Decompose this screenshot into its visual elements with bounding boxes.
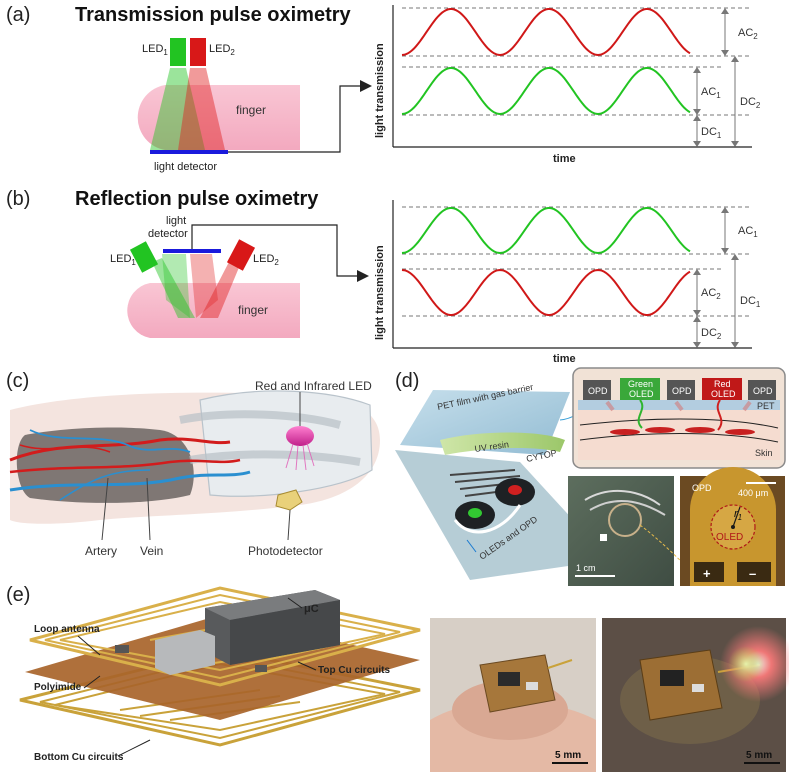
d-scale-400um: 400 μm <box>738 488 768 498</box>
d-green-oled-1: Green <box>628 379 653 389</box>
b-green-beam-in <box>152 258 195 318</box>
d-pet-label: PET <box>757 401 775 411</box>
d-opd-2: OPD <box>672 386 692 396</box>
d-scale-1cm: 1 cm <box>576 563 596 573</box>
d-oled-label: OLED <box>716 532 743 543</box>
finger-shape-b <box>127 283 300 338</box>
panel-e-label: (e) <box>6 584 31 606</box>
b-ac2-label: AC2 <box>701 287 721 301</box>
c-photodetector-label: Photodetector <box>248 544 323 558</box>
b-led1-label: LED1 <box>110 253 136 267</box>
a-ac2-label: AC2 <box>738 27 758 41</box>
panel-d-photo-left <box>568 476 701 586</box>
panel-e-photo-left <box>430 618 596 772</box>
panel-d-cross-section <box>572 367 786 469</box>
panel-a-finger-diagram <box>137 38 372 154</box>
green-light-cone <box>150 68 205 150</box>
a-green-wave <box>401 67 691 116</box>
panel-d-photo-right <box>680 467 785 586</box>
a-led2-label: LED2 <box>209 43 235 57</box>
d-uv-resin-label: UV resin <box>474 439 510 454</box>
b-light-detector-bar <box>163 249 221 253</box>
b-ylabel: light transmission <box>374 245 386 340</box>
c-artery-label: Artery <box>85 544 117 558</box>
panel-c-label: (c) <box>6 370 30 392</box>
a-xlabel: time <box>553 153 576 165</box>
red-infrared-led-icon <box>286 426 314 446</box>
panel-a-label: (a) <box>6 4 31 26</box>
a-dc2-label: DC2 <box>740 96 761 110</box>
signal-arrow-line-b <box>191 224 357 277</box>
e-scale-1: 5 mm <box>555 750 581 761</box>
panel-a-title: Transmission pulse oximetry <box>75 4 351 26</box>
b-led2-red <box>226 239 256 271</box>
b-xlabel: time <box>553 353 576 365</box>
uv-resin <box>440 432 565 455</box>
d-green-oled-2: OLED <box>629 389 654 399</box>
d-opd-1: OPD <box>588 386 608 396</box>
d-red-oled-1: Red <box>714 379 731 389</box>
a-finger-label: finger <box>236 103 266 117</box>
b-led2-label: LED2 <box>253 253 279 267</box>
led1-green <box>170 38 186 66</box>
panel-b-label: (b) <box>6 188 31 210</box>
d-opd-3: OPD <box>753 386 773 396</box>
led2-red <box>190 38 206 66</box>
a-ylabel: light transmission <box>374 43 386 138</box>
b-finger-label: finger <box>238 303 268 317</box>
b-detector-label-2: detector <box>148 228 188 240</box>
panel-d-device-illustration <box>395 390 610 580</box>
signal-arrowhead-a <box>360 80 372 92</box>
panel-b-finger-diagram <box>127 224 369 338</box>
b-ac1-label: AC1 <box>738 225 758 239</box>
a-ac1-label: AC1 <box>701 86 721 100</box>
b-dc1-label: DC1 <box>740 295 761 309</box>
e-bottom-cu-label: Bottom Cu circuits <box>34 752 124 763</box>
d-r1-label: r1 <box>734 508 742 522</box>
d-plus-label: + <box>703 566 711 581</box>
e-polyimide-label: Polyimide <box>34 682 82 693</box>
panel-c-hand-illustration <box>9 390 380 541</box>
photodetector-icon <box>275 489 303 511</box>
e-loop-antenna-label: Loop antenna <box>34 624 100 635</box>
panel-b-chart <box>392 200 752 349</box>
panel-e-photo-right <box>602 618 789 772</box>
b-green-wave <box>401 207 691 255</box>
a-red-wave <box>401 8 691 57</box>
e-uc-label: μC <box>304 603 319 615</box>
b-led1-green <box>129 241 159 273</box>
e-top-cu-label: Top Cu circuits <box>318 665 390 676</box>
b-red-beam-out <box>190 254 218 318</box>
b-green-beam-out <box>162 254 190 318</box>
d-skin-label: Skin <box>755 448 773 458</box>
panel-e-circuit-illustration <box>19 586 421 747</box>
b-dc2-label: DC2 <box>701 327 722 341</box>
b-red-beam-in <box>200 260 240 318</box>
c-led-label: Red and Infrared LED <box>255 379 372 393</box>
b-detector-label-1: light <box>166 215 186 227</box>
c-vein-label: Vein <box>140 544 163 558</box>
substrate <box>395 450 610 580</box>
panel-b-title: Reflection pulse oximetry <box>75 188 319 210</box>
d-opd-photo-label: OPD <box>692 483 712 493</box>
d-red-oled-2: OLED <box>711 389 736 399</box>
a-detector-label: light detector <box>154 161 217 173</box>
red-light-cone <box>178 68 225 150</box>
d-minus-label: – <box>749 566 756 581</box>
finger-shape <box>137 85 300 150</box>
a-led1-label: LED1 <box>142 43 168 57</box>
panel-a-chart <box>392 5 752 148</box>
a-dc1-label: DC1 <box>701 126 722 140</box>
b-red-wave <box>401 268 691 316</box>
signal-arrowhead-b <box>357 270 369 282</box>
light-detector-bar <box>150 150 228 154</box>
signal-arrow-line-a <box>228 85 360 153</box>
e-scale-2: 5 mm <box>746 750 772 761</box>
panel-d-label: (d) <box>395 370 420 392</box>
